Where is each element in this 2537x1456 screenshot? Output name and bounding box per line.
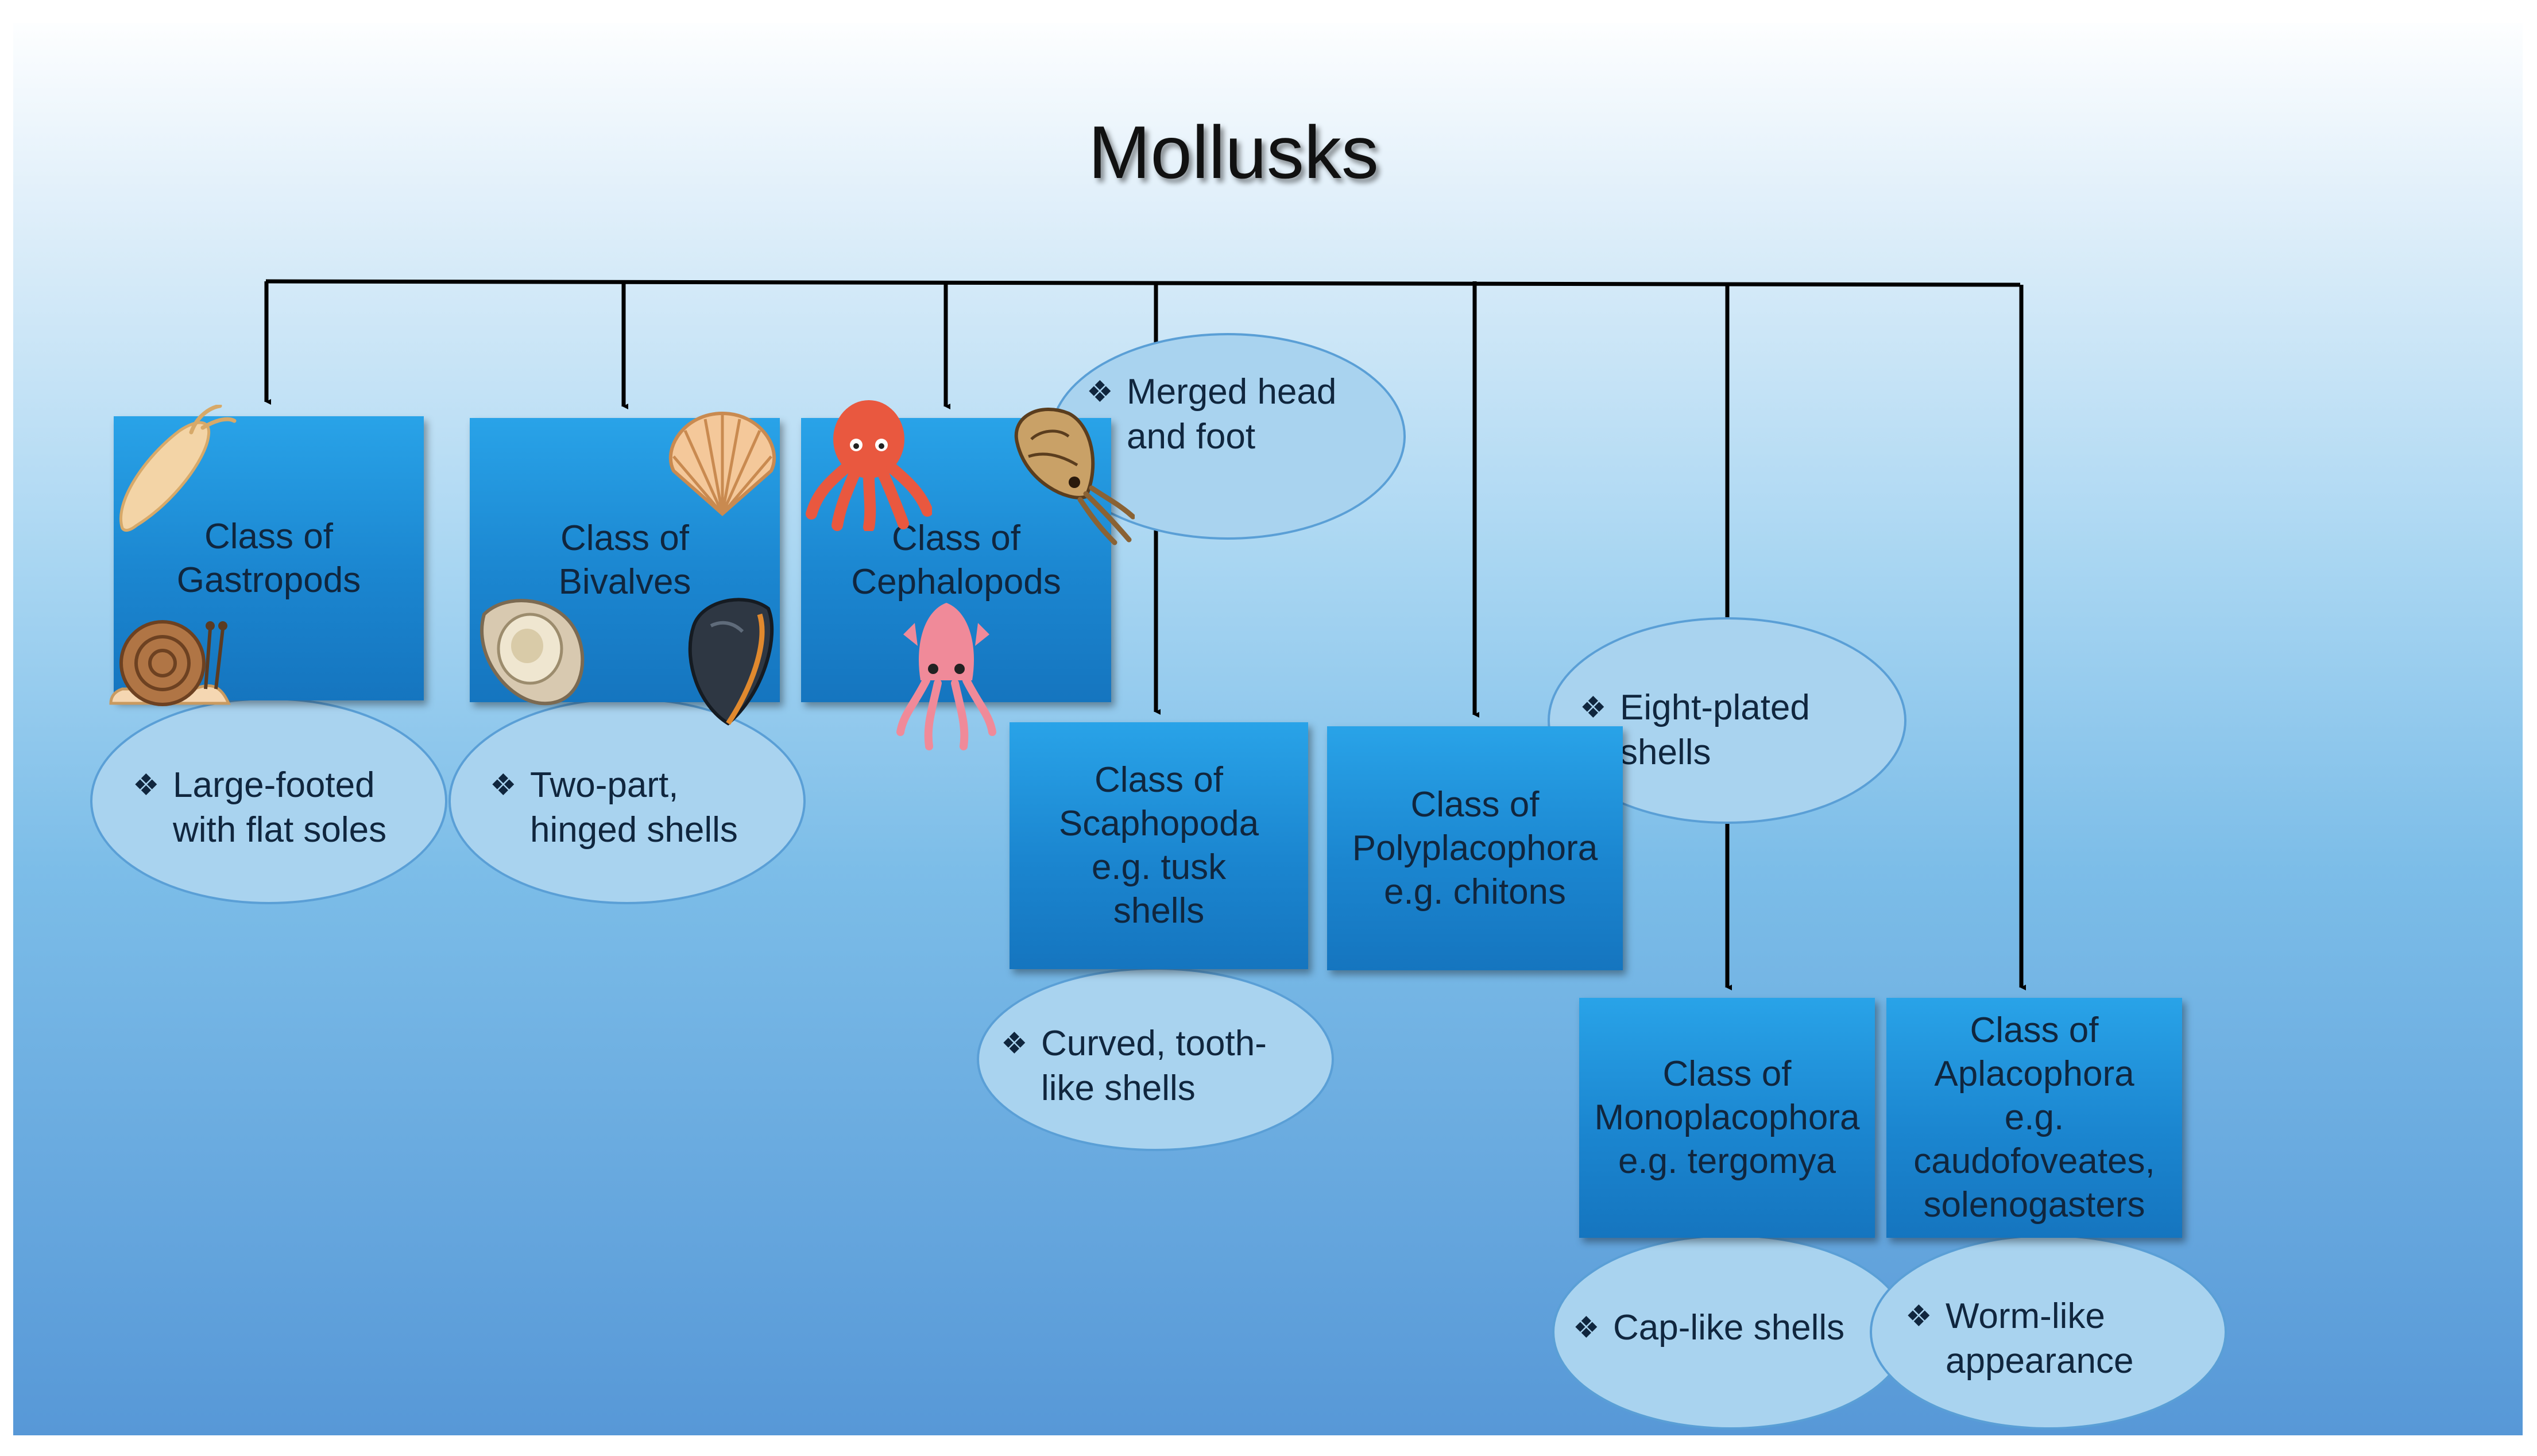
four-diamond-bullet-icon: ❖ xyxy=(1001,1027,1028,1060)
four-diamond-bullet-icon: ❖ xyxy=(1905,1300,1932,1333)
class-box-polyplacophora: Class of Polyplacophora e.g. chitons xyxy=(1327,726,1623,970)
four-diamond-bullet-icon: ❖ xyxy=(1580,691,1607,725)
trait-ellipse-scaphopoda: ❖ Curved, tooth- like shells xyxy=(977,967,1334,1151)
diagram-title: Mollusks xyxy=(1088,110,1379,194)
trait-ellipse-aplacophora: ❖ Worm-like appearance xyxy=(1870,1234,2227,1430)
trait-text-aplacophora: Worm-like appearance xyxy=(1946,1296,2134,1381)
class-label-bivalves: Class of Bivalves xyxy=(558,518,691,602)
oyster-icon xyxy=(480,599,585,706)
trait-text-scaphopoda: Curved, tooth- like shells xyxy=(1041,1024,1267,1108)
connector-trunk xyxy=(265,279,2021,287)
class-label-monoplacophora: Class of Monoplacophora e.g. tergomya xyxy=(1594,1054,1860,1181)
four-diamond-bullet-icon: ❖ xyxy=(133,769,160,802)
connector-lines xyxy=(264,279,2026,990)
snail-icon xyxy=(109,620,231,706)
four-diamond-bullet-icon: ❖ xyxy=(1086,375,1113,409)
class-label-cephalopods: Class of Cephalopods xyxy=(851,518,1061,602)
four-diamond-bullet-icon: ❖ xyxy=(1573,1311,1600,1345)
cuttlefish-icon xyxy=(1014,408,1135,545)
trait-ellipse-bivalves: ❖ Two-part, hinged shells xyxy=(448,698,806,904)
class-box-aplacophora: Class of Aplacophora e.g. caudofoveates,… xyxy=(1886,998,2182,1238)
class-box-scaphopoda: Class of Scaphopoda e.g. tusk shells xyxy=(1010,722,1308,969)
octopus-icon xyxy=(806,400,932,531)
scallop-shell-icon xyxy=(669,411,776,517)
trait-text-polyplacophora: Eight-plated shells xyxy=(1620,688,1810,772)
four-diamond-bullet-icon: ❖ xyxy=(490,769,517,802)
trait-ellipse-gastropods: ❖ Large-footed with flat soles xyxy=(90,698,447,904)
slide-background: Mollusks ❖ Large-footed with flat soles … xyxy=(13,23,2523,1435)
trait-text-bivalves: Two-part, hinged shells xyxy=(530,765,738,850)
class-label-gastropods: Class of Gastropods xyxy=(176,516,361,600)
class-label-scaphopoda: Class of Scaphopoda e.g. tusk shells xyxy=(1058,760,1259,931)
trait-text-gastropods: Large-footed with flat soles xyxy=(173,765,387,850)
trait-text-cephalopods: Merged head and foot xyxy=(1127,372,1337,456)
squid-icon xyxy=(896,603,996,750)
sea-slug-icon xyxy=(119,405,237,532)
trait-ellipse-monoplacophora: ❖ Cap-like shells xyxy=(1552,1234,1909,1430)
trait-text-monoplacophora: Cap-like shells xyxy=(1613,1308,1845,1347)
class-box-monoplacophora: Class of Monoplacophora e.g. tergomya xyxy=(1579,998,1875,1238)
class-label-aplacophora: Class of Aplacophora e.g. caudofoveates,… xyxy=(1913,1010,2155,1225)
mussel-icon xyxy=(688,598,774,726)
class-label-polyplacophora: Class of Polyplacophora e.g. chitons xyxy=(1352,784,1598,912)
